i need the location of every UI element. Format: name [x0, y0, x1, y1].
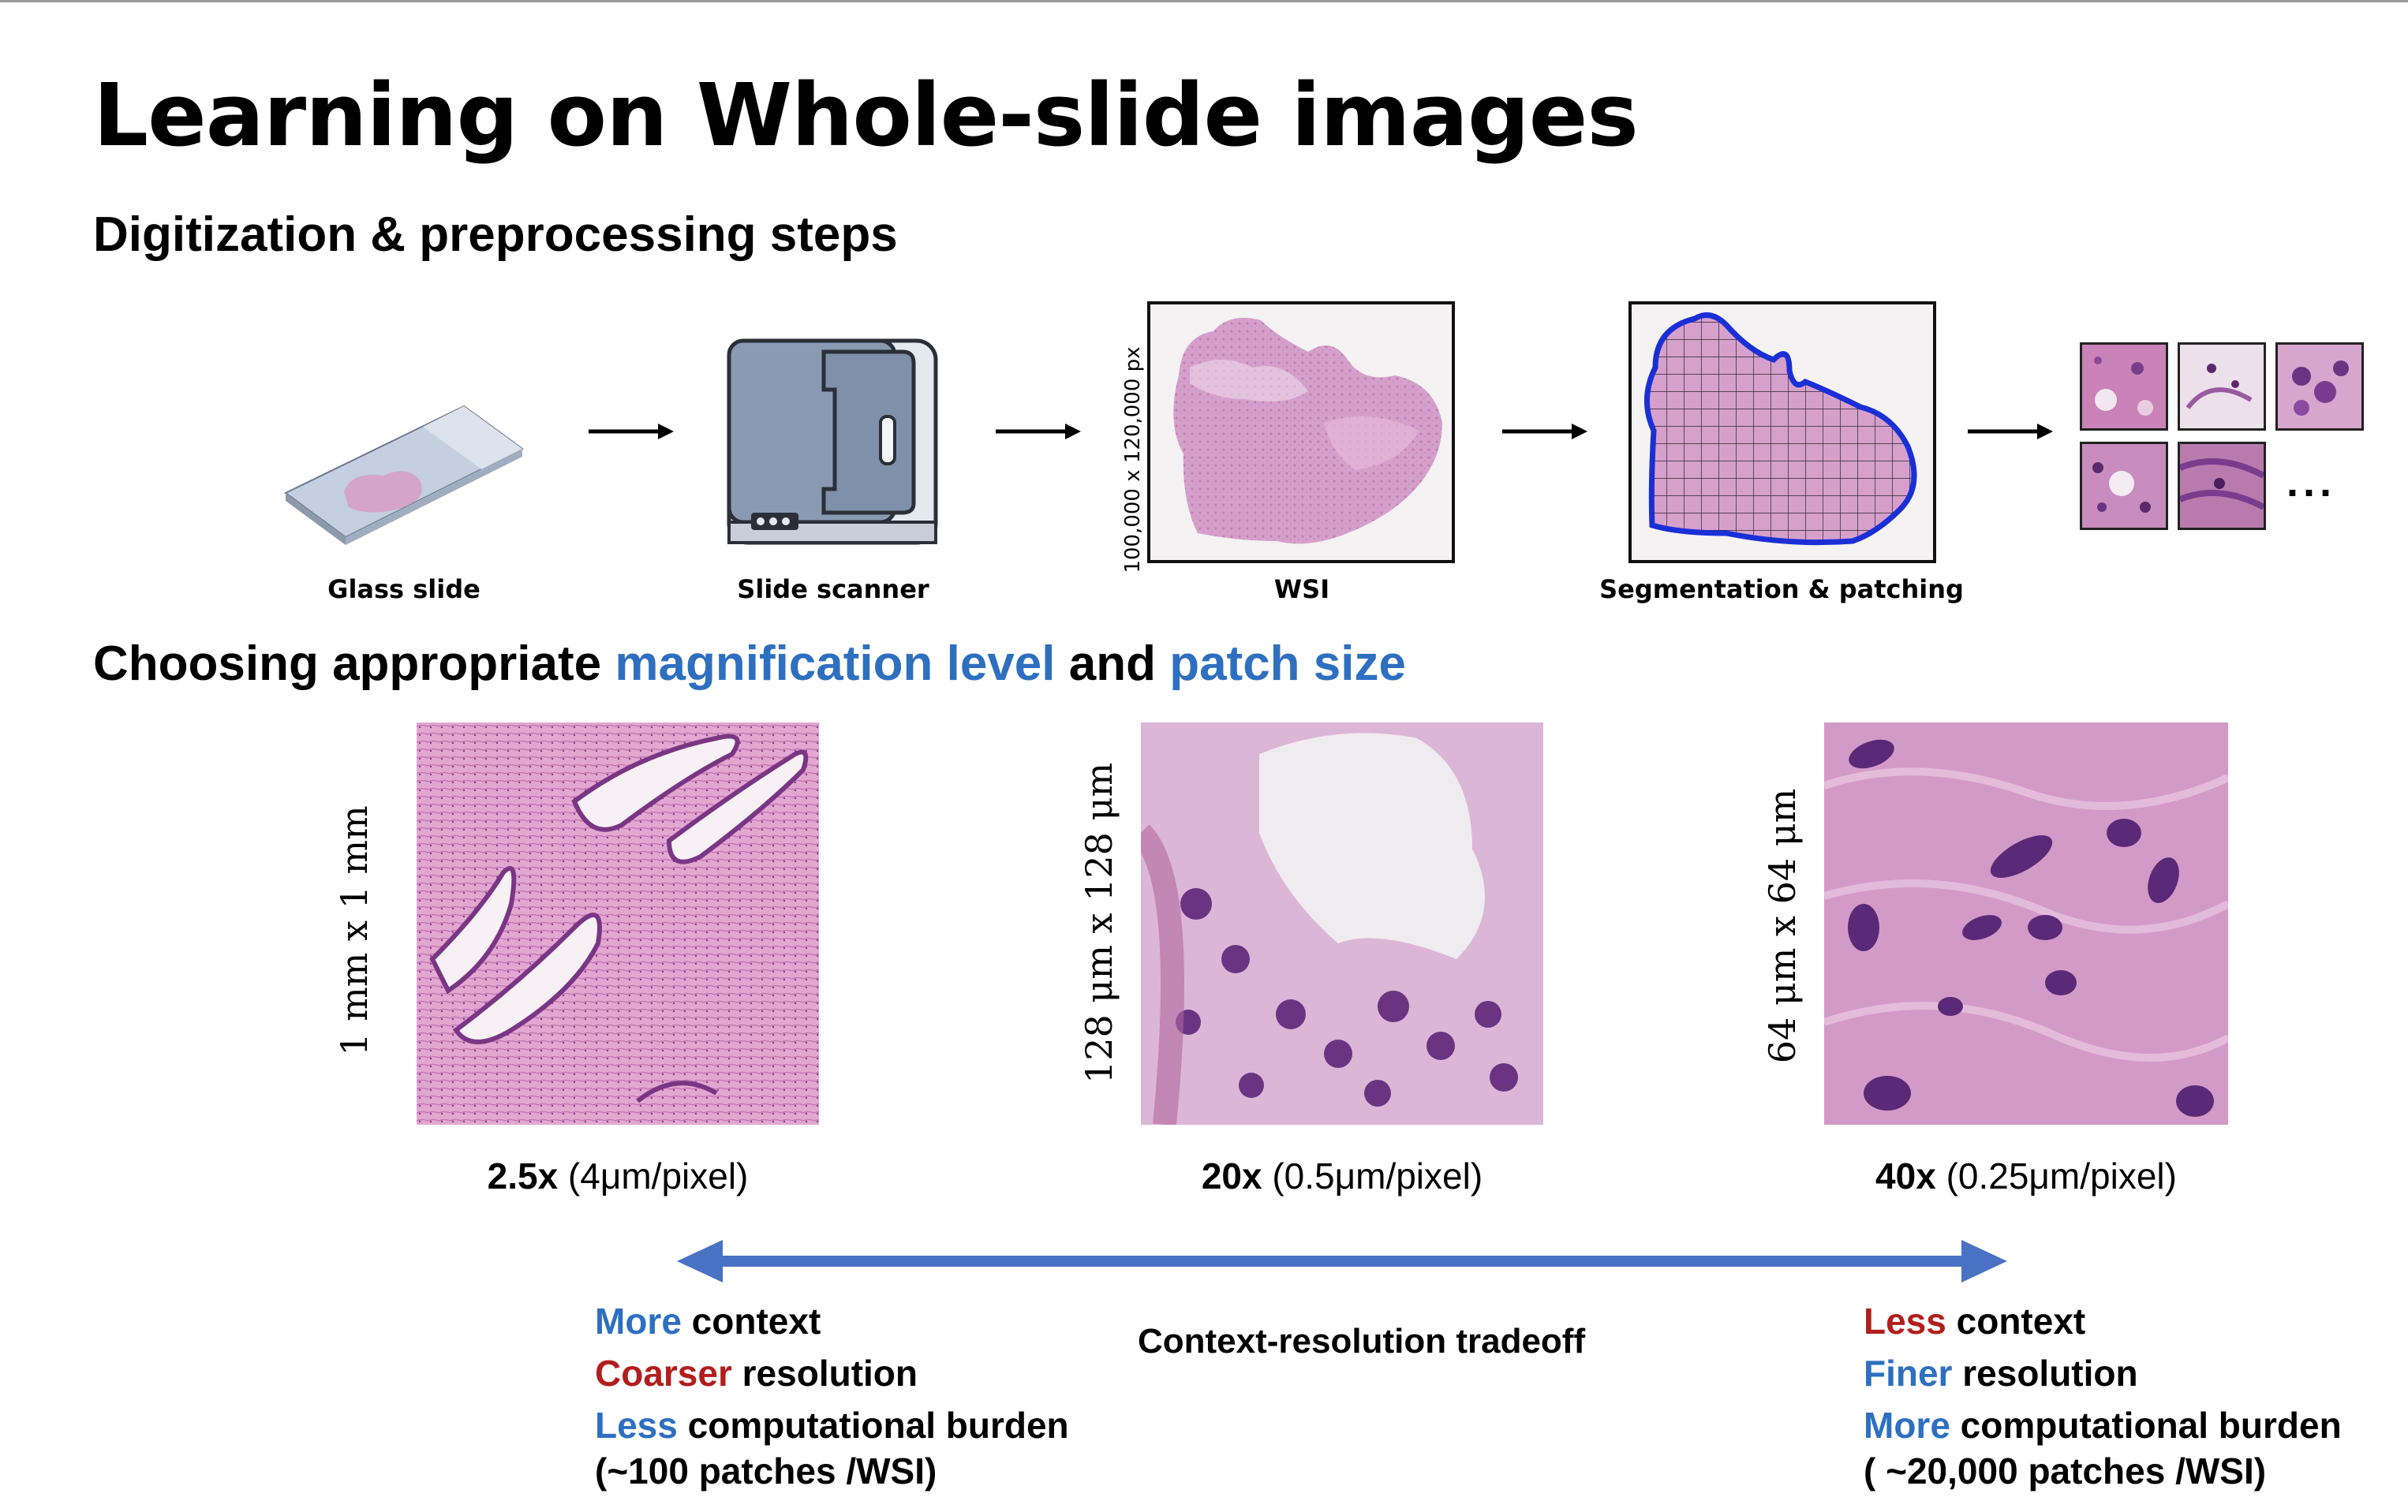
magnification-label-20x: 20x (0.5μm/pixel)	[1141, 1155, 1543, 1197]
patch-size-label: 1 mm x 1 mm	[333, 805, 376, 1056]
more-patches-marker: ...	[2286, 458, 2337, 506]
tradeoff-left-line-4: (~100 patches /WSI)	[595, 1451, 1069, 1491]
section-title-magnification: Choosing appropriate magnification level…	[93, 636, 1406, 692]
slide-scanner-illustration	[727, 338, 938, 545]
high-magnification-tradeoff-list: Less context Finer resolution More compu…	[1864, 1295, 2342, 1491]
tradeoff-text: context	[681, 1301, 821, 1342]
tradeoff-text: computational burden	[1950, 1405, 2342, 1446]
patch-tile	[2080, 442, 2168, 530]
tradeoff-label: Context-resolution tradeoff	[1138, 1322, 1586, 1361]
magnification-level: 40x	[1875, 1155, 1936, 1197]
tradeoff-highlight: More	[595, 1301, 682, 1342]
tradeoff-text: (~100 patches /WSI)	[595, 1450, 937, 1491]
magnification-label-40x: 40x (0.25μm/pixel)	[1824, 1155, 2228, 1197]
patch-size-label: 64 μm x 64 μm	[1761, 788, 1804, 1064]
section-title-digitization: Digitization & preprocessing steps	[93, 207, 898, 262]
tradeoff-right-line-1: Less context	[1864, 1295, 2342, 1347]
tradeoff-text: context	[1946, 1301, 2086, 1342]
tradeoff-highlight: Finer	[1864, 1353, 1953, 1394]
low-magnification-tradeoff-list: More context Coarser resolution Less com…	[595, 1295, 1069, 1491]
tradeoff-right-line-2: Finer resolution	[1864, 1347, 2342, 1399]
tradeoff-text: resolution	[731, 1353, 918, 1394]
patch-tile	[2275, 342, 2364, 431]
patch-tile	[2080, 342, 2168, 431]
page-title: Learning on Whole-slide images	[93, 65, 1639, 166]
tradeoff-left-line-3: Less computational burden	[595, 1399, 1069, 1451]
tradeoff-left-line-1: More context	[595, 1295, 1069, 1347]
tradeoff-left-line-2: Coarser resolution	[595, 1347, 1069, 1399]
tradeoff-highlight: Coarser	[595, 1353, 732, 1394]
tradeoff-highlight: Less	[1864, 1301, 1946, 1342]
magnification-label-2-5x: 2.5x (4μm/pixel)	[417, 1155, 819, 1197]
magnification-level: 20x	[1201, 1155, 1262, 1197]
wsi-dimension-label: 100,000 x 120,000 px	[1121, 346, 1145, 573]
section2-highlight-magnification: magnification level	[615, 637, 1056, 691]
slide-scanner-label: Slide scanner	[737, 574, 929, 604]
tradeoff-highlight: More	[1864, 1405, 1950, 1446]
wsi-thumbnail	[1147, 301, 1455, 563]
patch-tile	[2178, 342, 2266, 431]
segmentation-thumbnail	[1628, 301, 1936, 563]
tradeoff-text: resolution	[1952, 1353, 2138, 1394]
patch-size-label: 128 μm x 128 μm	[1078, 762, 1120, 1084]
magnification-resolution: (0.5μm/pixel)	[1262, 1155, 1483, 1197]
tissue-patch-40x	[1824, 722, 2228, 1125]
top-border	[0, 0, 2408, 2]
section2-highlight-patch-size: patch size	[1169, 637, 1406, 691]
tissue-patch-2-5x	[417, 722, 819, 1125]
glass-slide-illustration	[284, 405, 524, 545]
section2-text-1: Choosing appropriate	[93, 637, 615, 691]
tradeoff-highlight: Less	[595, 1405, 678, 1446]
patch-tile	[2178, 442, 2266, 530]
glass-slide-label: Glass slide	[327, 574, 480, 604]
tradeoff-text: ( ~20,000 patches /WSI)	[1864, 1450, 2267, 1491]
tradeoff-double-arrow-icon	[677, 1240, 2007, 1282]
magnification-level: 2.5x	[487, 1155, 559, 1197]
tradeoff-right-line-4: ( ~20,000 patches /WSI)	[1864, 1451, 2342, 1491]
tradeoff-right-line-3: More computational burden	[1864, 1399, 2342, 1451]
arrow-right-icon	[589, 424, 674, 439]
magnification-resolution: (0.25μm/pixel)	[1935, 1155, 2177, 1197]
arrow-right-icon	[996, 424, 1081, 439]
segmentation-label: Segmentation & patching	[1599, 574, 1964, 604]
section2-text-2: and	[1055, 637, 1170, 691]
wsi-label: WSI	[1273, 574, 1330, 604]
tissue-patch-20x	[1141, 722, 1543, 1125]
magnification-resolution: (4μm/pixel)	[558, 1155, 749, 1197]
arrow-right-icon	[1968, 424, 2053, 439]
tradeoff-text: computational burden	[677, 1405, 1069, 1446]
arrow-right-icon	[1502, 424, 1587, 439]
